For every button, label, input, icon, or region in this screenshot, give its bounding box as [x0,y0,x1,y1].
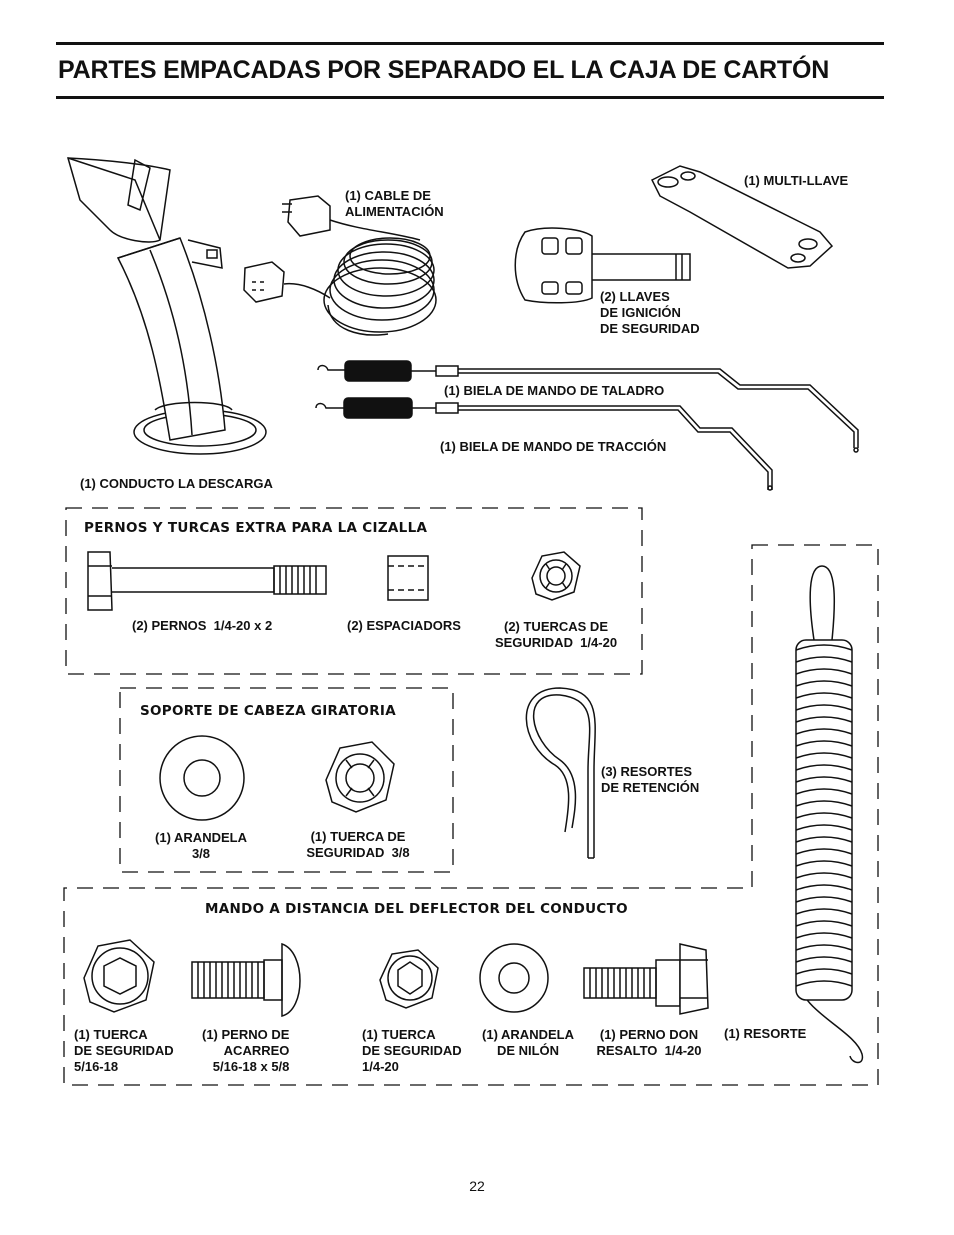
lock-nut-5-16-drawing [83,939,155,1013]
title-underline [56,96,884,99]
shear-section-box [65,507,643,675]
page-title: PARTES EMPACADAS POR SEPARADO EL LA CAJA… [58,56,830,84]
multi-wrench-label: (1) MULTI-LLAVE [744,173,849,188]
lock-nut-3-8-drawing [325,741,395,813]
shoulder-bolt-drawing [583,943,709,1015]
page-number: 22 [469,1178,485,1194]
spacers-label: (2) ESPACIADORS [347,618,461,633]
auger-rod-drawing [317,360,859,453]
chute-label: (1) CONDUCTO LA DESCARGA [80,476,273,491]
washer-3-8-label: (1) ARANDELA 3/8 [155,830,247,861]
spacer-drawing [387,555,429,601]
lock-nut-drawing [531,551,581,601]
top-rule [56,42,884,45]
lock-nut-1-4-drawing [379,949,439,1009]
discharge-chute-drawing [66,157,267,455]
lock-nut-3-8-label: (1) TUERCA DE SEGURIDAD 3/8 [306,829,410,860]
power-cord-drawing [243,195,437,336]
nylon-washer-label: (1) ARANDELA DE NILÓN [482,1027,574,1058]
shear-bolts-label: (2) PERNOS 1/4-20 x 2 [132,618,273,633]
swivel-section-box [119,687,454,873]
power-cord-label: (1) CABLE DE ALIMENTACIÓN [345,188,444,219]
washer-3-8-drawing [159,735,245,821]
swivel-section-heading: SOPORTE DE CABEZA GIRATORIA [140,703,396,719]
ignition-keys-label: (2) LLAVES DE IGNICIÓN DE SEGURIDAD [600,289,700,336]
lock-nuts-label: (2) TUERCAS DE SEGURIDAD 1/4-20 [494,619,618,650]
retention-pin-drawing [525,687,596,859]
auger-rod-label: (1) BIELA DE MANDO DE TALADRO [444,383,665,398]
spring-drawing [795,565,864,1064]
carriage-bolt-drawing [191,942,301,1017]
shoulder-bolt-label: (1) PERNO DON RESALTO 1/4-20 [596,1027,702,1058]
ignition-key-drawing [514,227,691,304]
carriage-bolt-label: (1) PERNO DE ACARREO 5/16-18 x 5/8 [202,1027,290,1074]
lock-nut-5-16-label: (1) TUERCA DE SEGURIDAD 5/16-18 [74,1027,174,1074]
traction-rod-drawing [315,397,773,491]
lock-nut-1-4-label: (1) TUERCA DE SEGURIDAD 1/4-20 [362,1027,462,1074]
traction-rod-label: (1) BIELA DE MANDO DE TRACCIÓN [440,439,667,454]
remote-section-heading: MANDO A DISTANCIA DEL DEFLECTOR DEL COND… [205,901,628,917]
nylon-washer-drawing [479,943,549,1013]
shear-bolt-drawing [87,551,327,611]
multi-wrench-drawing [650,165,834,269]
spring-label: (1) RESORTE [724,1026,807,1041]
retention-springs-label: (3) RESORTES DE RETENCIÓN [601,764,700,795]
shear-section-heading: PERNOS Y TURCAS EXTRA PARA LA CIZALLA [84,520,428,536]
